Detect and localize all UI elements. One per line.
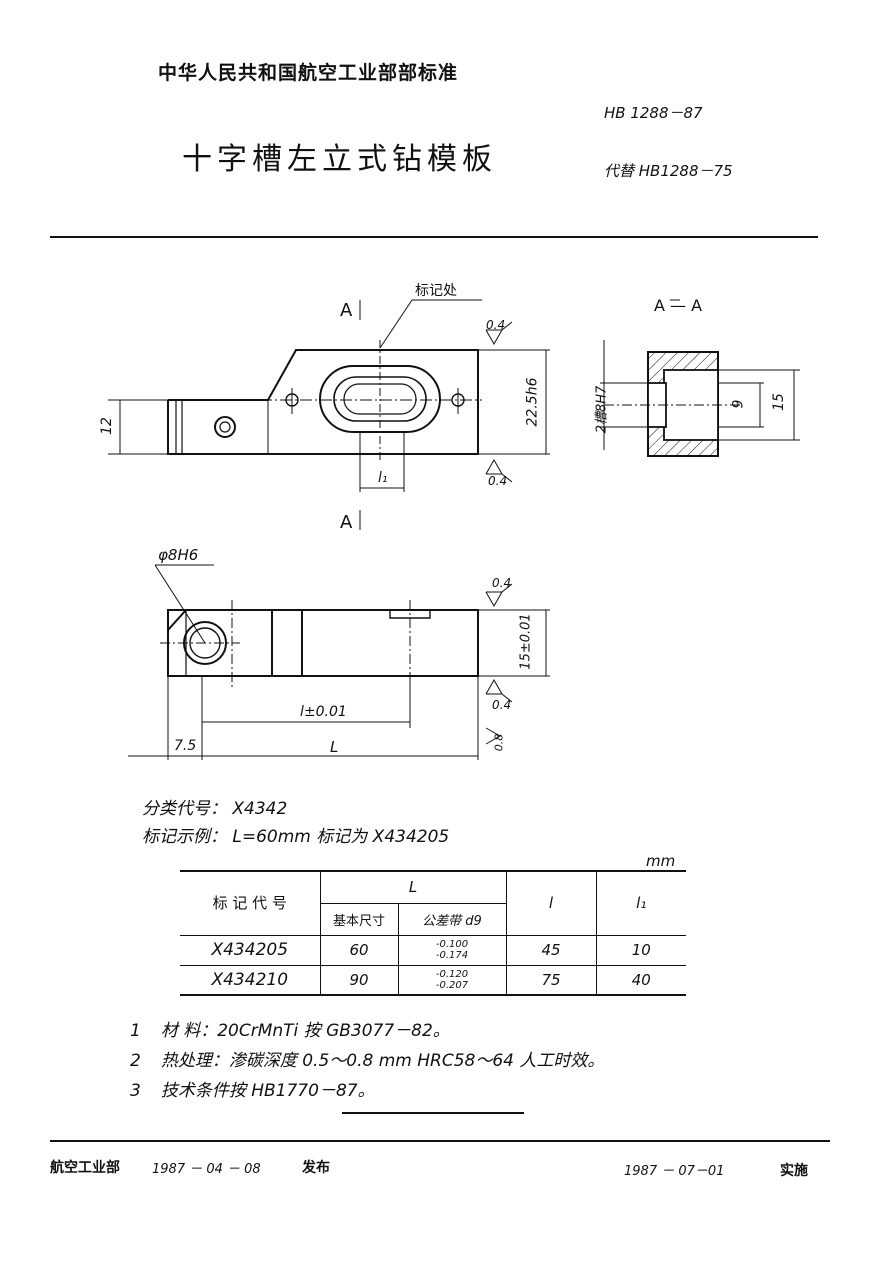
dim-15: 15 bbox=[770, 393, 787, 411]
row-basic: 90 bbox=[320, 965, 399, 996]
roughness-front-top: 0.4 bbox=[492, 576, 512, 590]
row-code: X434205 bbox=[180, 935, 321, 966]
note-2: 2 热处理：渗碳深度 0.5～0.8 mm HRC58～64 人工时效。 bbox=[130, 1046, 604, 1071]
header-code: 标 记 代 号 bbox=[180, 871, 321, 936]
roughness-side: 0.8 bbox=[492, 733, 506, 752]
dim-9: 9 bbox=[730, 399, 747, 409]
note-number: 3 bbox=[130, 1081, 141, 1101]
section-marker-bottom: A bbox=[340, 512, 353, 533]
section-marker-top: A bbox=[340, 300, 353, 321]
dim-l1: l₁ bbox=[378, 470, 388, 486]
row-l: 45 bbox=[506, 935, 597, 966]
technical-drawing bbox=[108, 299, 800, 760]
roughness-top: 0.4 bbox=[486, 318, 506, 332]
note-3: 3 技术条件按 HB1770－87。 bbox=[130, 1076, 375, 1101]
table-row: X434205 60 -0.100-0.174 45 10 bbox=[180, 935, 686, 966]
header-l: l bbox=[506, 871, 597, 936]
row-l1: 40 bbox=[596, 965, 686, 996]
dimension-table: 标 记 代 号 L l l₁ 基本尺寸 公差带 d9 X434205 60 -0… bbox=[180, 871, 686, 996]
classification-code: 分类代号： X4342 bbox=[142, 799, 288, 819]
note-text: 技术条件按 HB1770－87。 bbox=[160, 1081, 375, 1101]
row-tol-up: -0.100 bbox=[435, 939, 469, 950]
issuer: 航空工业部 bbox=[50, 1160, 120, 1176]
note-number: 1 bbox=[130, 1021, 141, 1041]
row-code: X434210 bbox=[180, 965, 321, 996]
row-tol: -0.120-0.207 bbox=[398, 965, 507, 996]
row-tol-low: -0.174 bbox=[435, 950, 469, 961]
issue-word: 发布 bbox=[302, 1160, 330, 1176]
dim-7-5: 7.5 bbox=[174, 738, 197, 754]
row-basic: 60 bbox=[320, 935, 399, 966]
header-basic: 基本尺寸 bbox=[320, 903, 399, 936]
header-l1: l₁ bbox=[596, 871, 686, 936]
implementation-date: 1987 － 07－01 bbox=[624, 1164, 725, 1179]
row-l1: 10 bbox=[596, 935, 686, 966]
roughness-bottom: 0.4 bbox=[488, 474, 508, 488]
mark-location-label: 标记处 bbox=[415, 283, 457, 299]
replaces-standard: 代替 HB1288－75 bbox=[604, 162, 733, 180]
row-l: 75 bbox=[506, 965, 597, 996]
dim-l-tol: l±0.01 bbox=[300, 704, 347, 720]
note-number: 2 bbox=[130, 1051, 141, 1071]
note-text: 材 料：20CrMnTi 按 GB3077－82。 bbox=[160, 1021, 450, 1041]
header-rule bbox=[50, 236, 818, 238]
table-row: X434210 90 -0.120-0.207 75 40 bbox=[180, 965, 686, 996]
notes-end-rule bbox=[342, 1112, 524, 1114]
footer-rule bbox=[50, 1140, 830, 1142]
dim-width-22-5h6: 22.5h6 bbox=[524, 377, 541, 427]
section-title: A — A bbox=[654, 296, 703, 315]
dim-height-12: 12 bbox=[98, 417, 115, 435]
document-title: 十字槽左立式钻模板 bbox=[182, 142, 497, 177]
marking-example: 标记示例： L=60mm 标记为 X434205 bbox=[142, 827, 450, 847]
note-1: 1 材 料：20CrMnTi 按 GB3077－82。 bbox=[130, 1016, 450, 1041]
standard-number: HB 1288－87 bbox=[604, 104, 703, 122]
implementation-word: 实施 bbox=[780, 1163, 808, 1179]
dim-bore: φ8H6 bbox=[158, 546, 199, 564]
issuing-organization: 中华人民共和国航空工业部部标准 bbox=[158, 62, 459, 84]
header-L: L bbox=[320, 871, 507, 904]
dim-15-tol: 15±0.01 bbox=[518, 613, 534, 670]
header-tol: 公差带 d9 bbox=[398, 903, 507, 936]
roughness-front-bottom: 0.4 bbox=[492, 698, 512, 712]
row-tol: -0.100-0.174 bbox=[398, 935, 507, 966]
row-tol-low: -0.207 bbox=[435, 979, 469, 991]
issue-date: 1987 － 04 － 08 bbox=[152, 1162, 261, 1177]
unit-label: mm bbox=[646, 852, 676, 870]
row-tol-up: -0.120 bbox=[435, 968, 469, 980]
dim-slot: 2槽8H7 bbox=[594, 385, 610, 434]
note-text: 热处理：渗碳深度 0.5～0.8 mm HRC58～64 人工时效。 bbox=[160, 1051, 605, 1071]
dim-L: L bbox=[330, 738, 339, 756]
